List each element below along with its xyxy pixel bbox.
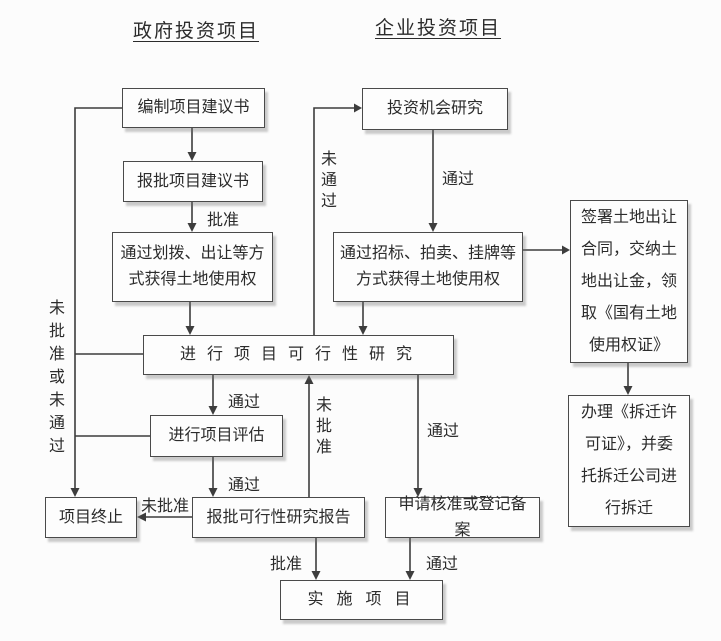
box-project-termination: 项目终止 xyxy=(45,497,137,538)
edge-label-pass-implement: 通过 xyxy=(426,556,459,573)
edge-label-not-pass-feedback: 未通过 xyxy=(318,150,335,213)
arrowhead xyxy=(354,103,362,113)
box-compile-proposal: 编制项目建议书 xyxy=(122,88,265,128)
arrowhead xyxy=(413,488,423,497)
edge-label-not-approved-feedback: 未批准 xyxy=(313,396,330,459)
arrow-feasibility-back-to-research xyxy=(313,107,354,335)
box-feasibility-study: 进行项目可行性研究 xyxy=(143,335,454,375)
edge-label-pass-apply: 通过 xyxy=(427,423,460,440)
edge-label-approved: 批准 xyxy=(207,212,240,229)
arrowhead xyxy=(187,152,197,161)
box-implement-project: 实施项目 xyxy=(280,580,443,620)
edge-label-pass-bidding: 通过 xyxy=(442,171,475,188)
box-demolition-permit: 办理《拆迁许可证》，并委托拆迁公司进行拆迁 xyxy=(568,395,690,527)
arrowhead xyxy=(623,386,633,395)
arrowhead xyxy=(70,488,80,497)
arrowhead xyxy=(137,512,146,522)
edge-label-pass-evaluation: 通过 xyxy=(228,394,261,411)
box-sign-land-contract: 签署土地出让合同，交纳土地出让金，领取《国有土地使用权证》 xyxy=(570,200,688,363)
arrowhead xyxy=(428,223,438,232)
box-apply-approval: 申请核准或登记备案 xyxy=(385,496,540,539)
edge-label-not-approved-or-not-pass: 未批准或未通过 xyxy=(46,299,63,460)
box-land-bidding: 通过招标、拍卖、挂牌等方式获得土地使用权 xyxy=(333,232,523,302)
edge-label-approved-implement: 批准 xyxy=(270,556,303,573)
arrowhead xyxy=(208,488,218,497)
arrowhead xyxy=(208,406,218,415)
arrowhead xyxy=(304,375,314,384)
arrowhead xyxy=(185,326,195,335)
column-title-government: 政府投资项目 xyxy=(133,21,260,42)
box-investment-research: 投资机会研究 xyxy=(362,88,508,130)
box-submit-feasibility-report: 报批可行性研究报告 xyxy=(192,497,365,538)
box-submit-proposal: 报批项目建议书 xyxy=(123,161,263,202)
column-title-enterprise: 企业投资项目 xyxy=(375,18,502,39)
edge-label-pass-report: 通过 xyxy=(228,477,261,494)
arrowhead xyxy=(358,326,368,335)
arrowhead xyxy=(187,223,197,232)
box-project-evaluation: 进行项目评估 xyxy=(150,415,283,457)
arrowhead xyxy=(562,245,570,255)
feedback-rail-left xyxy=(74,107,122,489)
edge-label-not-approved-termination: 未批准 xyxy=(141,498,190,515)
box-land-allocation: 通过划拨、出让等方式获得土地使用权 xyxy=(112,232,273,302)
arrowhead xyxy=(311,571,321,580)
arrowhead xyxy=(405,571,415,580)
